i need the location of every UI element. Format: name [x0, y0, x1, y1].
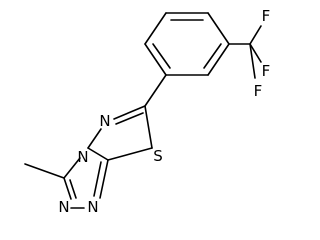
bond-double — [93, 161, 102, 197]
bond-double — [69, 179, 77, 199]
atom-label-nitrogen: N — [99, 112, 110, 130]
bond-lines — [24, 12, 262, 209]
molecule-structure: N N S N N F F F — [24, 7, 270, 216]
atom-label-nitrogen: N — [87, 198, 98, 216]
atom-label-fluorine: F — [254, 82, 263, 100]
bond-double — [63, 177, 72, 200]
bond-double — [99, 159, 109, 199]
bond — [144, 12, 167, 45]
bond — [249, 43, 262, 63]
bond — [249, 43, 256, 79]
bond — [63, 157, 81, 179]
atom-label-sulfur: S — [153, 147, 163, 165]
bond-double — [115, 112, 144, 125]
atom-label-fluorine: F — [262, 62, 271, 80]
bond — [107, 147, 153, 161]
bond — [87, 128, 102, 149]
bond-double-inner — [203, 43, 222, 69]
bond — [207, 12, 230, 45]
bond — [87, 147, 109, 161]
bond-double — [113, 105, 146, 120]
bond — [249, 25, 262, 45]
bond — [144, 43, 167, 76]
bond-double-inner — [152, 43, 171, 69]
atom-labels: N N S N N F F F — [58, 7, 270, 216]
bond — [207, 43, 230, 76]
atom-label-fluorine: F — [262, 7, 271, 25]
bond — [24, 163, 65, 179]
atom-label-nitrogen: N — [58, 198, 69, 216]
bond — [144, 74, 167, 107]
atom-label-nitrogen: N — [77, 148, 88, 166]
bond — [144, 105, 153, 149]
